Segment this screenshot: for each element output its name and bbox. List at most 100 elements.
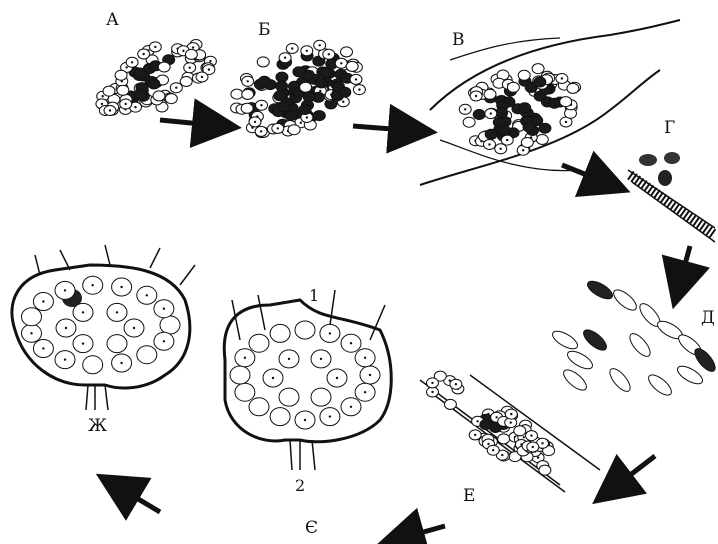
cell-nucleus	[154, 46, 156, 48]
cell-nucleus	[501, 454, 503, 456]
arrow-g-to-d	[678, 246, 690, 290]
cell	[241, 103, 253, 113]
cell-nucleus	[272, 377, 274, 379]
cell-nucleus	[120, 286, 122, 288]
cell-nucleus	[125, 66, 127, 68]
cell	[180, 77, 192, 87]
cell-nucleus	[530, 434, 532, 436]
stage-label-ye: Є	[305, 520, 318, 537]
cell-nucleus	[561, 77, 563, 79]
cell-nucleus	[92, 284, 94, 286]
cell	[560, 97, 572, 107]
cell-nucleus	[329, 332, 331, 334]
arrow-a-to-b	[160, 120, 222, 126]
cell-nucleus	[101, 103, 103, 105]
cell	[295, 321, 315, 339]
cell-nucleus	[192, 46, 194, 48]
cell-nucleus	[476, 420, 478, 422]
migrating-cell	[610, 286, 639, 313]
cell-nucleus	[143, 53, 145, 55]
migrating-cell	[626, 330, 653, 359]
cell-nucleus	[522, 149, 524, 151]
cell	[484, 89, 496, 99]
cell-nucleus	[350, 406, 352, 408]
cell	[567, 83, 579, 93]
migrating-cell	[580, 326, 609, 353]
migrating-cell	[645, 371, 674, 398]
dark-cell	[258, 76, 270, 86]
cell	[242, 89, 254, 99]
cell-nucleus	[131, 61, 133, 63]
dark-cell	[278, 102, 290, 112]
cell-nucleus	[475, 95, 477, 97]
part-number-1: 1	[309, 288, 319, 304]
cell-nucleus	[175, 87, 177, 89]
cell-nucleus	[358, 88, 360, 90]
migrating-cell	[675, 363, 705, 387]
cell	[249, 334, 269, 352]
cell	[107, 335, 127, 353]
cell-nucleus	[163, 340, 165, 342]
stage-label-g: Г	[664, 120, 675, 137]
dark-cell	[134, 68, 146, 78]
cell-nucleus	[208, 68, 210, 70]
cell-nucleus	[64, 358, 66, 360]
stage-ye-developing-node	[224, 290, 391, 470]
cell	[311, 388, 331, 406]
cell-nucleus	[120, 362, 122, 364]
cell	[257, 57, 269, 67]
cell-nucleus	[329, 415, 331, 417]
stage-g-vessel-wall	[628, 152, 715, 242]
stage-zh-mature-node	[12, 245, 195, 410]
dark-cell	[299, 105, 311, 115]
dark-cell	[274, 91, 286, 101]
cell	[137, 346, 157, 364]
cell	[507, 82, 519, 92]
cell-nucleus	[82, 311, 84, 313]
cell-nucleus	[260, 104, 262, 106]
cell	[117, 85, 129, 95]
dark-cell	[523, 122, 535, 132]
cell-nucleus	[328, 53, 330, 55]
cell-nucleus	[532, 446, 534, 448]
cell	[158, 62, 170, 72]
cell-nucleus	[320, 358, 322, 360]
cell-nucleus	[284, 57, 286, 59]
stage-label-a: А	[106, 12, 119, 29]
cell-nucleus	[254, 121, 256, 123]
cell-nucleus	[319, 90, 321, 92]
cell	[346, 61, 358, 71]
cell	[153, 91, 165, 101]
cell-nucleus	[134, 106, 136, 108]
cell	[249, 398, 269, 416]
cell-nucleus	[510, 421, 512, 423]
cell-nucleus	[277, 127, 279, 129]
arrow-b-to-v	[353, 126, 418, 131]
cell-nucleus	[306, 50, 308, 52]
cell-nucleus	[30, 332, 32, 334]
cell	[165, 94, 177, 104]
cell-nucleus	[247, 80, 249, 82]
cell-nucleus	[125, 103, 127, 105]
cell-nucleus	[288, 358, 290, 360]
migrating-cell	[585, 278, 615, 302]
cell-nucleus	[42, 347, 44, 349]
cell	[270, 324, 290, 342]
cell-nucleus	[523, 436, 525, 438]
dark-cell	[539, 123, 551, 133]
cell	[300, 82, 312, 92]
cell-nucleus	[431, 391, 433, 393]
stage-e-vessel-cluster	[420, 371, 600, 492]
stage-a-cell-cluster	[96, 40, 216, 116]
stage-label-b: Б	[258, 22, 271, 39]
arrow-v-to-g	[562, 165, 612, 185]
cell	[341, 47, 353, 57]
migrating-cell	[560, 366, 589, 393]
cell-nucleus	[474, 434, 476, 436]
stage-label-d: Д	[701, 310, 715, 327]
cell	[160, 316, 180, 334]
cell-nucleus	[364, 357, 366, 359]
cell-nucleus	[244, 357, 246, 359]
stage-label-v: В	[452, 32, 465, 49]
